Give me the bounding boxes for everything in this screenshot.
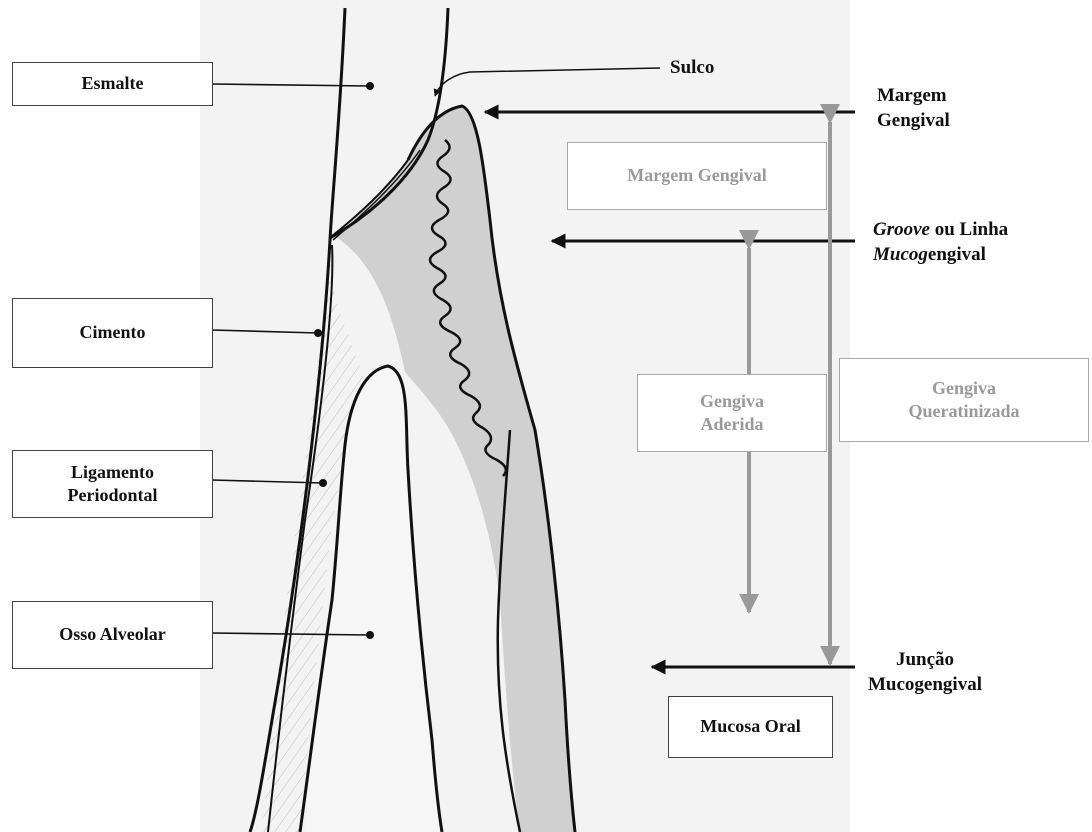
groove-linha-mucogengival-label: Groove ou Linha Mucogengival: [873, 218, 1008, 267]
esmalte-label-box: Esmalte: [12, 62, 213, 106]
ligamento-label-line1: Ligamento: [71, 461, 154, 484]
ligamento-label-line2: Periodontal: [68, 484, 158, 507]
ligamento-label-box: Ligamento Periodontal: [12, 450, 213, 518]
sulco-label: Sulco: [670, 56, 714, 81]
cimento-dot: [314, 329, 322, 337]
esmalte-dot: [366, 82, 374, 90]
osso-alveolar-label: Osso Alveolar: [59, 623, 166, 646]
cimento-label: Cimento: [80, 321, 146, 344]
cimento-label-box: Cimento: [12, 298, 213, 368]
juncao-mucogengival-label: Junção Mucogengival: [868, 648, 982, 697]
mucog-word: Mucog: [873, 244, 928, 265]
margem-gengival-zone-box: Margem Gengival: [567, 142, 827, 210]
osso-alveolar-label-box: Osso Alveolar: [12, 601, 213, 669]
ligamento-dot: [319, 479, 327, 487]
gengiva-aderida-box: Gengiva Aderida: [637, 374, 827, 452]
mucosa-oral-box: Mucosa Oral: [668, 696, 833, 758]
esmalte-label: Esmalte: [82, 72, 144, 95]
osso-dot: [366, 631, 374, 639]
mucosa-oral-label: Mucosa Oral: [700, 715, 801, 738]
gengiva-queratinizada-box: Gengiva Queratinizada: [839, 358, 1089, 442]
margem-gengival-label: Margem Gengival: [877, 84, 950, 133]
groove-word: Groove: [873, 219, 930, 240]
margem-gengival-zone-label: Margem Gengival: [627, 164, 766, 187]
